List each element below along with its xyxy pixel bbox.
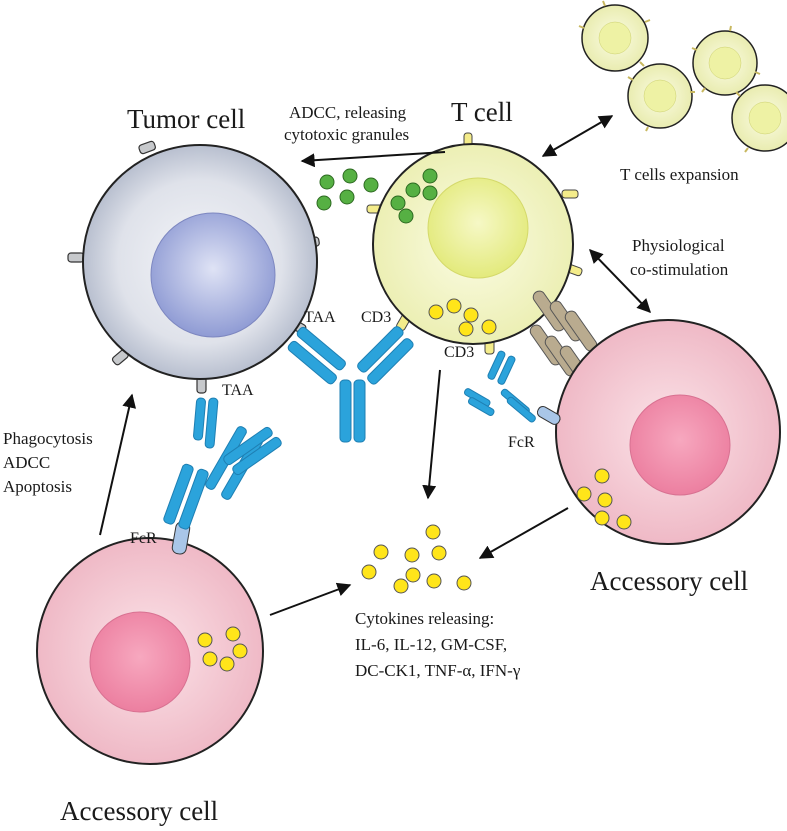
arrow-tcell-cytokines <box>422 369 441 500</box>
t-cell <box>366 132 583 355</box>
taa-antigen <box>138 140 156 155</box>
cytokines-label-line2: IL-6, IL-12, GM-CSF, <box>355 635 507 654</box>
arrow-phagocytosis <box>99 393 137 536</box>
accessory-cell-right-nucleus <box>629 394 731 496</box>
adcc-effect-label: ADCC <box>3 453 50 472</box>
fcr-label: FcR <box>508 434 535 451</box>
accessory-cell-bottom-nucleus <box>89 611 191 713</box>
accessory-cell-bottom <box>36 521 264 765</box>
accessory-cell-right-granules <box>576 468 632 530</box>
t-cell-cytotoxic-granules <box>390 168 438 224</box>
small-t-cell <box>578 0 651 72</box>
accessory-cell-bottom-label: Accessory cell <box>60 796 218 826</box>
taa-label: TAA <box>304 309 336 326</box>
arrows <box>99 115 651 616</box>
fcr-label: FcR <box>130 530 157 547</box>
taa-label: TAA <box>222 382 254 399</box>
arrow-accessory-right-cytokines <box>478 507 569 559</box>
arrow-adcc <box>300 151 446 168</box>
small-t-cell <box>691 25 761 96</box>
arrow-costimulation <box>589 248 651 314</box>
costimulation-label-line2: co-stimulation <box>630 260 729 279</box>
cytokines-label-line1: Cytokines releasing: <box>355 609 494 628</box>
released-cytotoxic-granules <box>316 168 379 211</box>
t-cell-nucleus <box>427 177 529 279</box>
cd3-label: CD3 <box>444 344 474 361</box>
accessory-cell-right <box>529 290 781 545</box>
adcc-label-line1: ADCC, releasing <box>289 103 407 122</box>
t-cells-expansion-label: T cells expansion <box>620 165 739 184</box>
accessory-cell-right-label: Accessory cell <box>590 566 748 596</box>
taa-antigen <box>67 252 85 263</box>
cytokines-label-line3: DC-CK1, TNF-α, IFN-γ <box>355 661 521 680</box>
t-cell-cytokine-granules <box>428 298 497 337</box>
antibody-tcell-fcr <box>463 350 536 423</box>
small-t-cell <box>627 63 695 132</box>
costimulation-label-line1: Physiological <box>632 236 725 255</box>
tumor-cell-nucleus <box>150 212 276 338</box>
arrow-expansion <box>541 115 614 157</box>
t-cell-receptor <box>561 189 579 199</box>
t-cell-label: T cell <box>451 97 513 127</box>
small-t-cell <box>731 84 787 153</box>
cd3-label: CD3 <box>361 309 391 326</box>
tumor-cell-label: Tumor cell <box>127 104 245 134</box>
antibody-tumor-fcr <box>163 397 282 530</box>
accessory-cell-bottom-granules <box>197 626 248 672</box>
phagocytosis-label: Phagocytosis <box>3 429 93 448</box>
t-cells-expansion-group: T cells expansion <box>578 0 787 184</box>
fcr-receptor <box>536 406 561 425</box>
adcc-label-line2: cytotoxic granules <box>284 125 409 144</box>
tumor-cell <box>67 140 320 394</box>
apoptosis-label: Apoptosis <box>3 477 72 496</box>
antibody-tumor-tcell <box>287 326 414 443</box>
released-cytokines <box>361 524 472 594</box>
arrow-accessory-bottom-cytokines <box>269 582 352 616</box>
